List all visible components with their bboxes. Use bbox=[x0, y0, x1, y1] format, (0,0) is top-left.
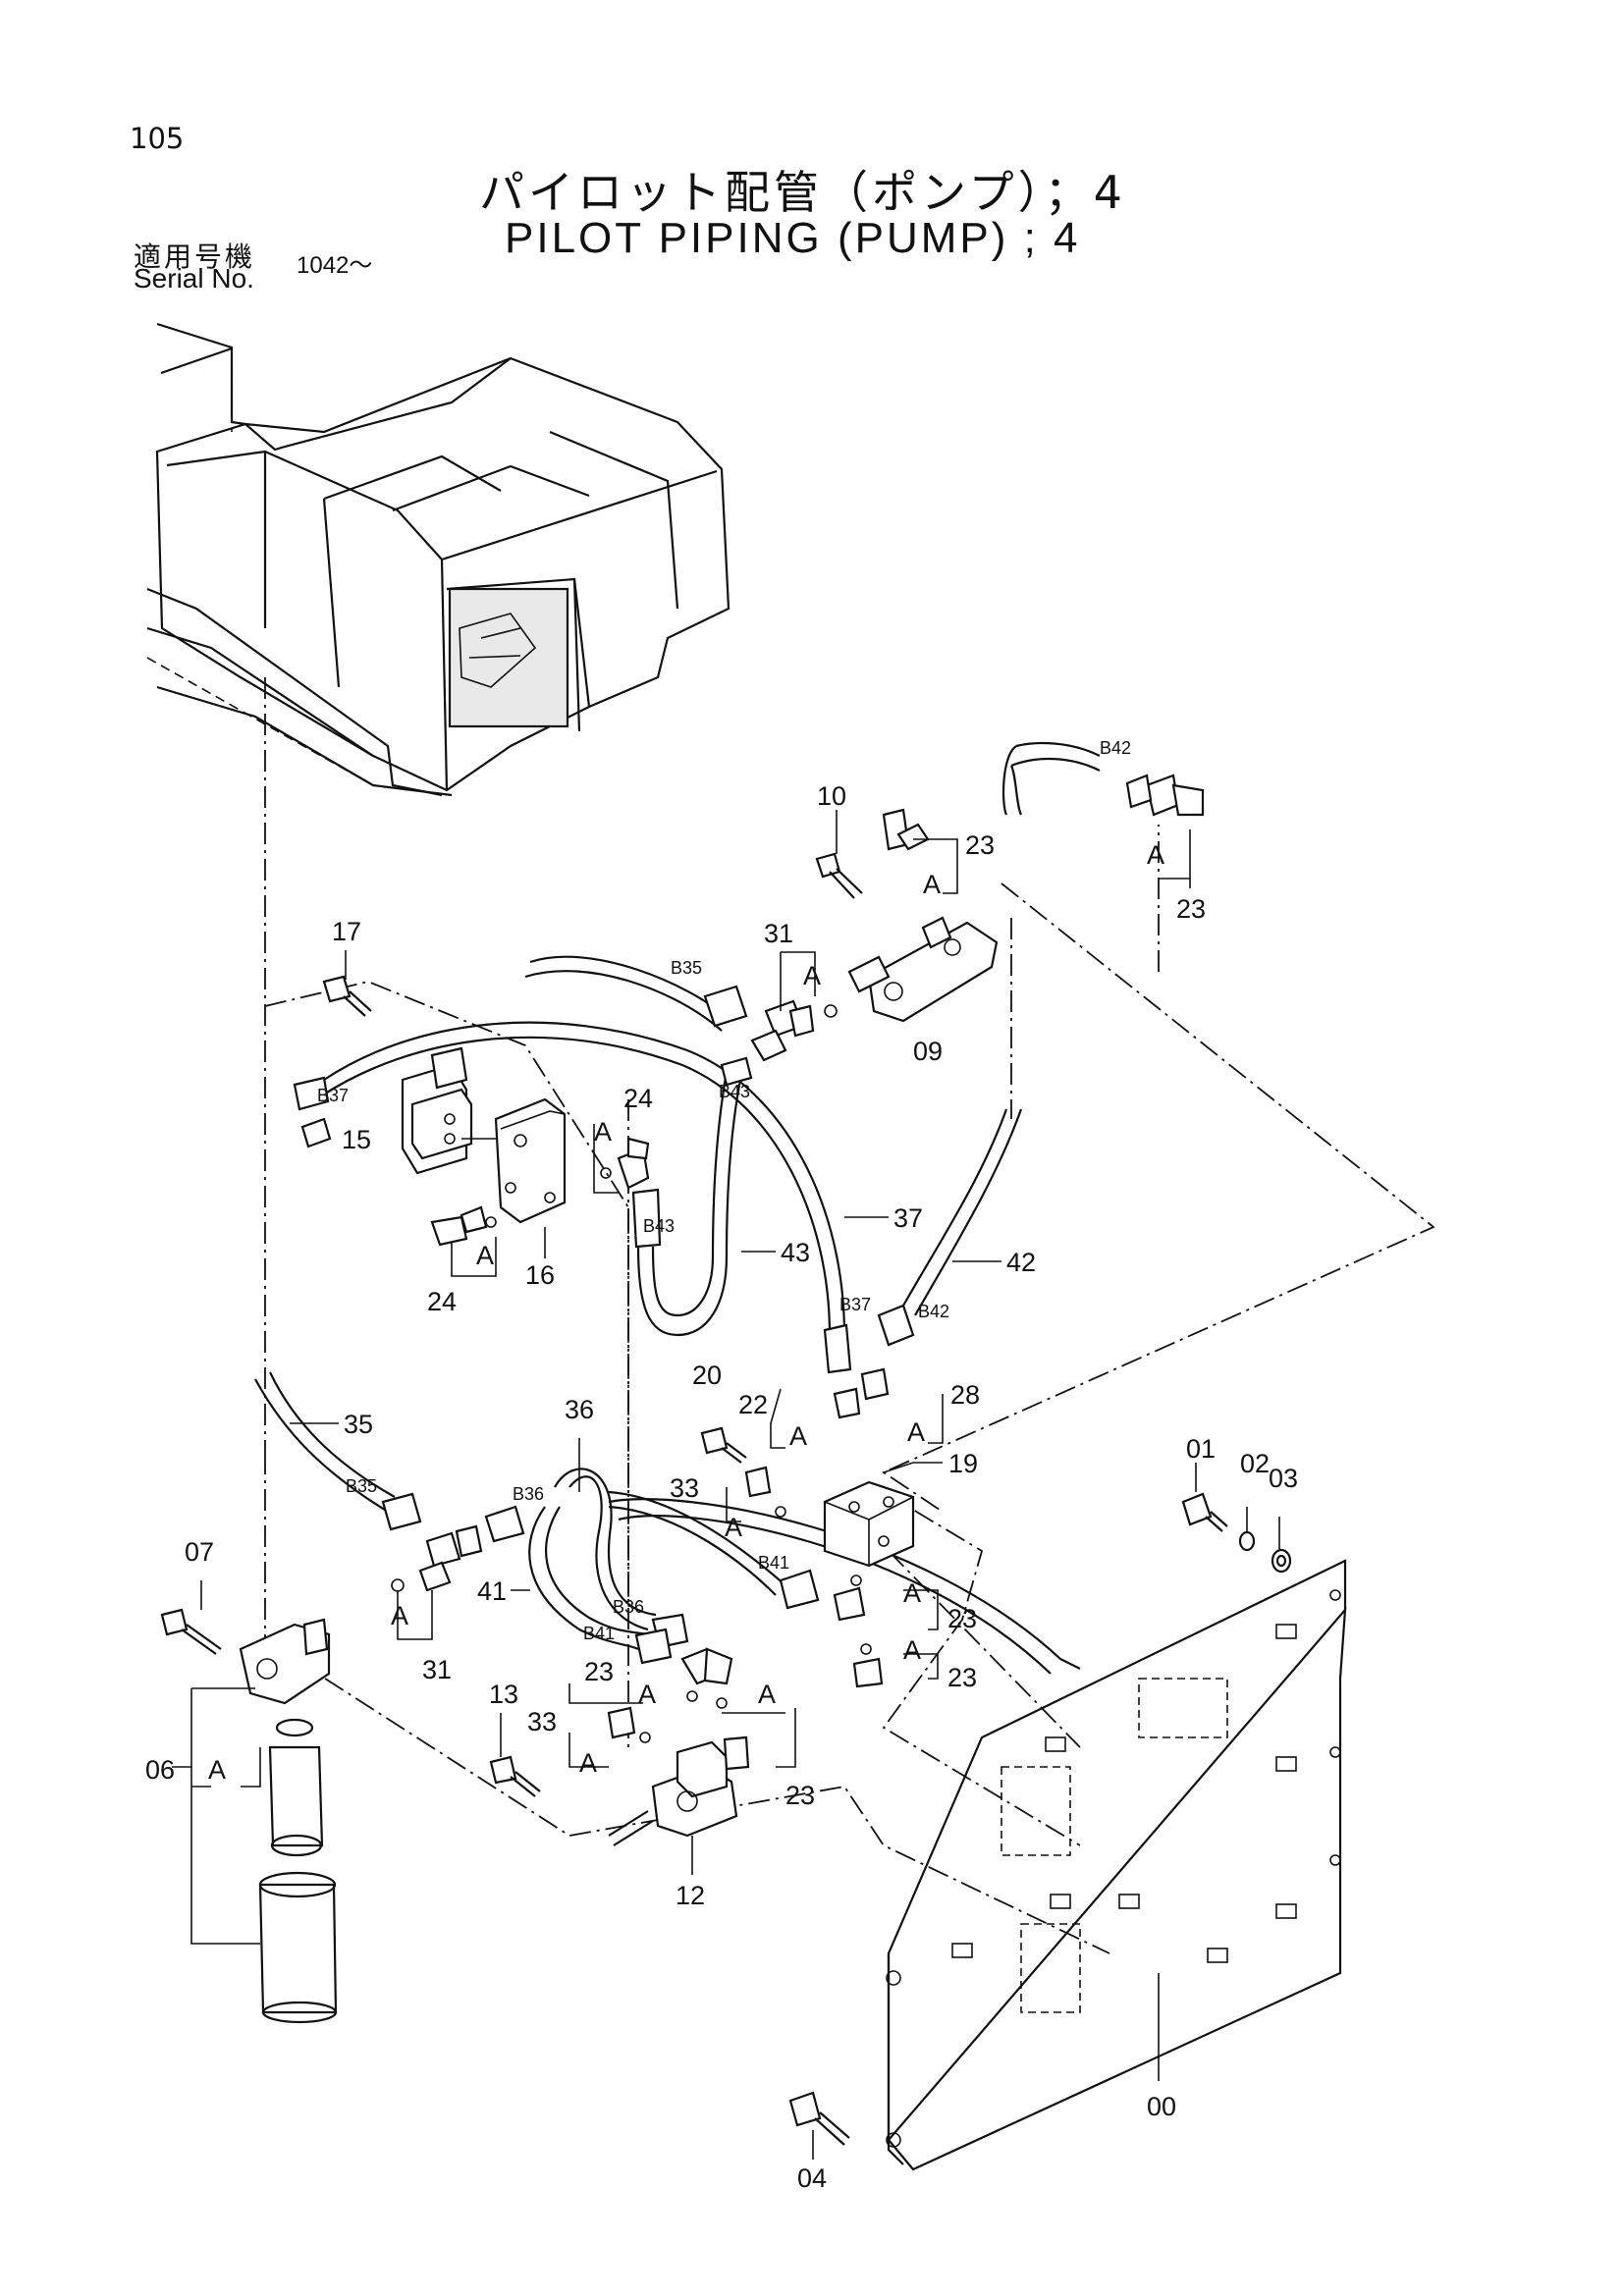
label-part-04: 04 bbox=[797, 2163, 827, 2193]
label-part-02: 02 bbox=[1240, 1449, 1270, 1478]
label-part-43: 43 bbox=[781, 1238, 810, 1267]
hose-tag-b36: B36 bbox=[513, 1484, 544, 1504]
label-part-19: 19 bbox=[948, 1449, 978, 1478]
hose-tag-b43: B43 bbox=[719, 1082, 750, 1101]
label-part-23: 23 bbox=[965, 830, 995, 860]
label-part-15: 15 bbox=[342, 1125, 371, 1154]
label-part-01: 01 bbox=[1186, 1434, 1216, 1464]
label-a: A bbox=[803, 961, 821, 990]
hose-tag-b35: B35 bbox=[671, 958, 702, 978]
hose-tag-b43: B43 bbox=[643, 1216, 675, 1236]
leader-lines bbox=[172, 810, 1280, 2160]
label-part-06: 06 bbox=[145, 1755, 175, 1785]
label-a: A bbox=[903, 1578, 921, 1608]
title-japanese: パイロット配管（ポンプ）；4 bbox=[479, 166, 1126, 219]
label-part-23: 23 bbox=[785, 1781, 815, 1810]
label-part-33: 33 bbox=[527, 1707, 557, 1736]
hose-tag-b37: B37 bbox=[317, 1086, 349, 1105]
label-a: A bbox=[391, 1601, 408, 1630]
label-part-31: 31 bbox=[764, 919, 793, 948]
label-part-23: 23 bbox=[584, 1657, 614, 1686]
title-english: PILOT PIPING (PUMP) ; 4 bbox=[505, 214, 1081, 262]
label-a: A bbox=[903, 1635, 921, 1665]
label-part-23: 23 bbox=[947, 1663, 977, 1692]
page-number: 105 bbox=[130, 122, 185, 155]
hose-tag-b42: B42 bbox=[918, 1302, 949, 1321]
label-part-07: 07 bbox=[185, 1537, 214, 1567]
hose-tag-b35: B35 bbox=[346, 1476, 377, 1496]
hose-tags: B42 B35 B37 B43 B43 B37 B42 B35 B36 B41 … bbox=[317, 738, 1131, 1643]
hose-tag-b41: B41 bbox=[583, 1624, 615, 1643]
label-part-17: 17 bbox=[332, 917, 361, 946]
label-a: A bbox=[789, 1421, 807, 1451]
label-part-10: 10 bbox=[817, 781, 846, 811]
components bbox=[160, 774, 1292, 2146]
label-a: A bbox=[907, 1417, 925, 1447]
label-part-36: 36 bbox=[565, 1395, 594, 1424]
label-part-16: 16 bbox=[525, 1260, 555, 1290]
machine-overview-sketch bbox=[146, 322, 730, 797]
label-part-24: 24 bbox=[623, 1084, 653, 1113]
hoses bbox=[254, 741, 1101, 1675]
label-a: A bbox=[638, 1680, 656, 1709]
label-part-37: 37 bbox=[893, 1203, 923, 1233]
label-a: A bbox=[725, 1513, 742, 1542]
label-part-35: 35 bbox=[344, 1410, 373, 1439]
hose-tag-b36: B36 bbox=[613, 1597, 644, 1617]
label-a: A bbox=[923, 870, 941, 899]
label-part-00: 00 bbox=[1147, 2092, 1176, 2121]
label-part-20: 20 bbox=[692, 1361, 722, 1390]
label-part-31: 31 bbox=[422, 1655, 452, 1684]
hose-tag-b41: B41 bbox=[758, 1553, 789, 1573]
label-part-22: 22 bbox=[738, 1390, 768, 1419]
label-a: A bbox=[476, 1241, 494, 1270]
hose-tag-b42: B42 bbox=[1100, 738, 1131, 758]
label-part-12: 12 bbox=[676, 1881, 705, 1910]
part-labels: 10 23 A A 23 17 31 A 09 24 A 15 A 24 16 … bbox=[145, 781, 1298, 2193]
label-part-24: 24 bbox=[427, 1287, 457, 1316]
label-part-13: 13 bbox=[489, 1680, 518, 1709]
label-a: A bbox=[208, 1755, 226, 1785]
label-part-33: 33 bbox=[670, 1473, 699, 1503]
label-part-23: 23 bbox=[947, 1604, 977, 1633]
label-part-23: 23 bbox=[1176, 894, 1206, 924]
label-part-09: 09 bbox=[913, 1037, 943, 1066]
label-part-41: 41 bbox=[477, 1576, 507, 1606]
label-a: A bbox=[758, 1680, 776, 1709]
label-part-03: 03 bbox=[1269, 1464, 1298, 1493]
serial-label-japanese: 適用号機 bbox=[134, 240, 256, 273]
mounting-plate bbox=[886, 1559, 1347, 2171]
label-part-28: 28 bbox=[950, 1380, 980, 1410]
serial-label-english: Serial No. bbox=[134, 263, 254, 294]
serial-number-range: 1042～ bbox=[297, 252, 373, 279]
centre-lines bbox=[264, 677, 1435, 1954]
label-part-42: 42 bbox=[1006, 1248, 1036, 1277]
label-a: A bbox=[1147, 840, 1164, 870]
label-a: A bbox=[594, 1117, 612, 1147]
hose-tag-b37: B37 bbox=[839, 1295, 871, 1314]
label-a: A bbox=[579, 1748, 597, 1778]
